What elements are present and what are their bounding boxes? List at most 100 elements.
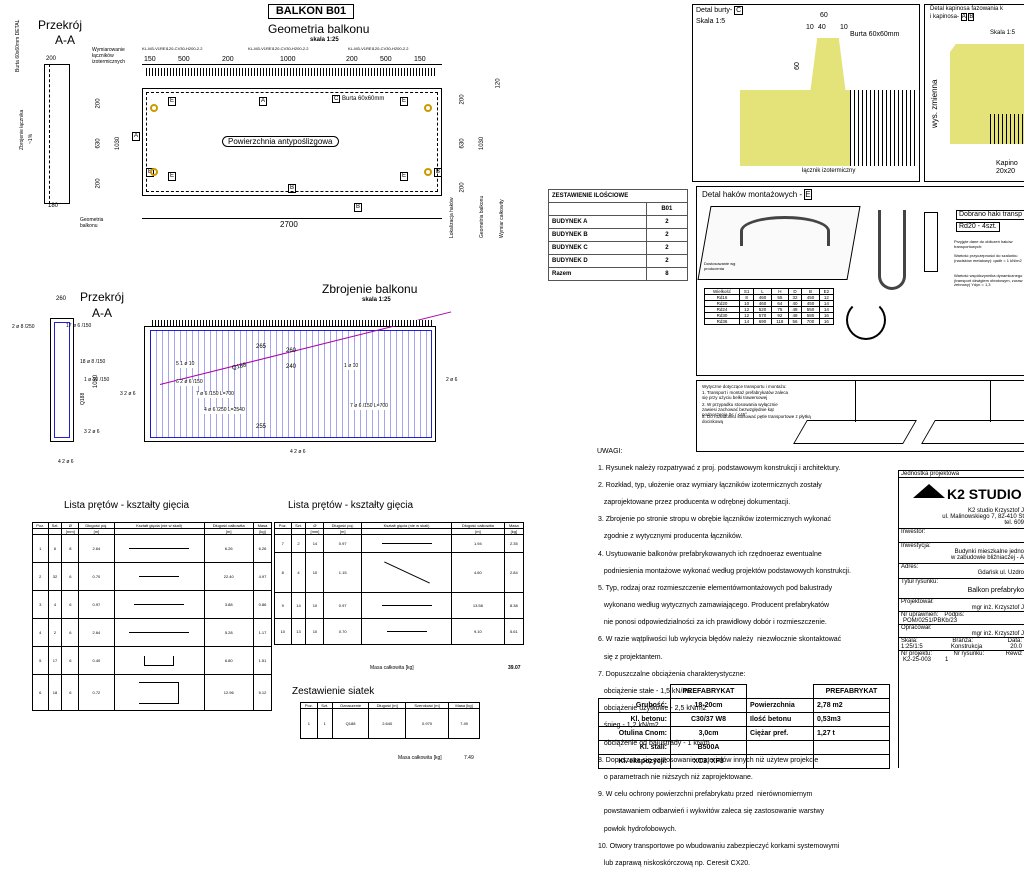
hakow-note-3: Wartość współczynnika dynamicznego (tran…	[954, 273, 1023, 288]
lp-cell: 1.15	[323, 552, 363, 593]
lp-cell: 9.10	[451, 618, 505, 645]
reinf-label-17: 17 ø 6 /150	[66, 323, 92, 329]
lp-cell: 8	[61, 534, 80, 563]
uwagi-line: lub zaprawą niskoskórczową np. Ceresit C…	[598, 859, 751, 867]
shape-cell	[113, 646, 205, 675]
reinf-plan	[144, 326, 436, 442]
lp-cell: 1	[32, 534, 49, 563]
uwagi-line: 10. Otwory transportowe po wbudowaniu za…	[598, 842, 840, 850]
reinf-connectors	[152, 320, 432, 326]
lp-cell: 5	[32, 646, 49, 675]
kl-label-3: KL-M3-V1REI120-CV30-H200-2.2	[348, 46, 409, 51]
pb-cell: Powierzchnia	[746, 698, 814, 713]
lp-cell: 1.17	[252, 618, 273, 647]
pb-cell: Grubość:	[598, 698, 671, 713]
section-a-outline	[44, 64, 70, 204]
uwagi-line: zgodnie z wytycznymi producenta łącznikó…	[598, 533, 743, 541]
lp-cell: 14	[305, 534, 325, 553]
lp-cell: 6	[61, 674, 80, 711]
detal-hakow-title: Detal haków montażowych - E	[702, 189, 812, 200]
pb-cell	[812, 740, 891, 755]
tb-data-val: 20.0	[1010, 644, 1022, 650]
tag-e-2: E	[400, 97, 409, 106]
lp-cell: 6	[61, 562, 80, 591]
pb-cell: XC3, XF3	[669, 754, 748, 769]
burty-dim-side: 60	[793, 62, 801, 70]
lp-cell: 5.61	[503, 618, 525, 645]
hook-4	[424, 168, 432, 176]
right-label-1: Lokalizacja haków	[449, 197, 455, 238]
lp-cell: 1.51	[252, 646, 273, 675]
shape-cell	[361, 552, 453, 593]
uwagi-line: się z projektantem.	[598, 653, 663, 661]
siatki-title: Zestawienie siatek	[292, 686, 375, 697]
section-a-sub: A-A	[55, 33, 76, 47]
right-dim-5: 120	[495, 78, 502, 89]
hook-3	[150, 168, 158, 176]
lp-cell: 0.70	[323, 618, 363, 645]
pb-cell: Kl. betonu:	[598, 712, 671, 727]
uwagi-line: 9. W celu ochrony powierzchni prefabryka…	[598, 791, 813, 799]
lp-cell: 6	[32, 674, 49, 711]
detal-burty-frame	[692, 4, 920, 182]
reinf-label-4b: 4 ø 6 /250 L=2540	[204, 407, 245, 414]
tag-b-4: B	[354, 203, 363, 212]
tb-oprac-val: mgr inż. Krzysztof J	[899, 631, 1024, 638]
pb-cell: 2,78 m2	[812, 698, 891, 713]
geometry-scale: skala 1:25	[310, 37, 339, 43]
tb-jednostka: Jednostka projektowa	[899, 471, 1024, 478]
tb-nrproj-row: Nr projektu:Nr rysunku:Rewiz	[899, 651, 1024, 657]
lp-cell: 0.86	[252, 590, 273, 619]
logo-text: K2 STUDIO	[947, 486, 1022, 502]
uwagi-line: powłok hydrofobowych.	[598, 825, 677, 833]
shape-cell	[361, 592, 453, 619]
right-label-3: Wymiar całkowity	[499, 199, 505, 238]
lp-cell: 0.97	[323, 534, 363, 553]
dim-side-4: 1030	[115, 136, 122, 151]
section2-sub: A-A	[92, 306, 113, 320]
hk-cell: 700	[801, 318, 820, 325]
hakow-note-2: Wartość przyczepności do szalunku (nacis…	[954, 253, 1022, 263]
tb-inw2: w zabudowie bliźniaczej - A	[899, 555, 1024, 564]
tb-address: ul. Malinowskiego 7, 82-410 St	[942, 514, 1024, 520]
reinf-dim-1030: 1030	[93, 374, 100, 389]
pb-cell: 3,0cm	[669, 726, 748, 741]
lista-title-2: Lista prętów - kształty gięcia	[288, 500, 414, 511]
tag-a-1: A	[259, 97, 268, 106]
reinf-label-4c: 4 2 ø 6	[290, 449, 306, 455]
zs-cell: BUDYNEK B	[548, 228, 647, 242]
length-value: 2700	[280, 220, 298, 229]
lp-cell: 6	[61, 590, 80, 619]
reinf-label-6: 6 2 ø 6 /150	[176, 379, 203, 386]
title-block: Jednostka projektowa K2 STUDIO K2 studio…	[898, 470, 1024, 768]
tb-skala-val: 1:25/1:5	[901, 644, 923, 650]
dim-top-3: 200	[222, 56, 234, 63]
reinf-label-7: 7 ø 6 /150 L=700	[196, 391, 234, 398]
reinf-dim-240: 240	[286, 364, 297, 370]
table-row: Kl. ekspozycji:XC3, XF3	[598, 754, 891, 769]
hook-1	[150, 104, 158, 112]
lp-cell: 4	[32, 618, 49, 647]
hk-cell: 16	[818, 318, 835, 325]
uwagi-line: 1. Rysunek należy rozpatrywać z proj. po…	[598, 464, 841, 472]
reinf-label-1: 1 ø 10	[344, 363, 359, 370]
uwagi-line: 6. W razie wątpliwości lub wykrycia błęd…	[598, 636, 842, 644]
dim-top-1: 150	[144, 56, 156, 63]
lp-cell: 17	[47, 646, 63, 675]
reinf-label-18: 18 ø 8 /150	[80, 359, 106, 365]
reinf-label-2: 2 ø 6	[446, 377, 458, 383]
lp-cell: 6	[61, 618, 80, 647]
hk-cell: 690	[753, 318, 772, 325]
lp-cell: 6.80	[203, 646, 254, 675]
lp-cell: 0.70	[78, 562, 115, 591]
kap-hatch	[990, 114, 1024, 144]
zs-cell: Razem	[548, 267, 647, 281]
hook-2	[424, 104, 432, 112]
logo-house-icon	[913, 484, 945, 498]
